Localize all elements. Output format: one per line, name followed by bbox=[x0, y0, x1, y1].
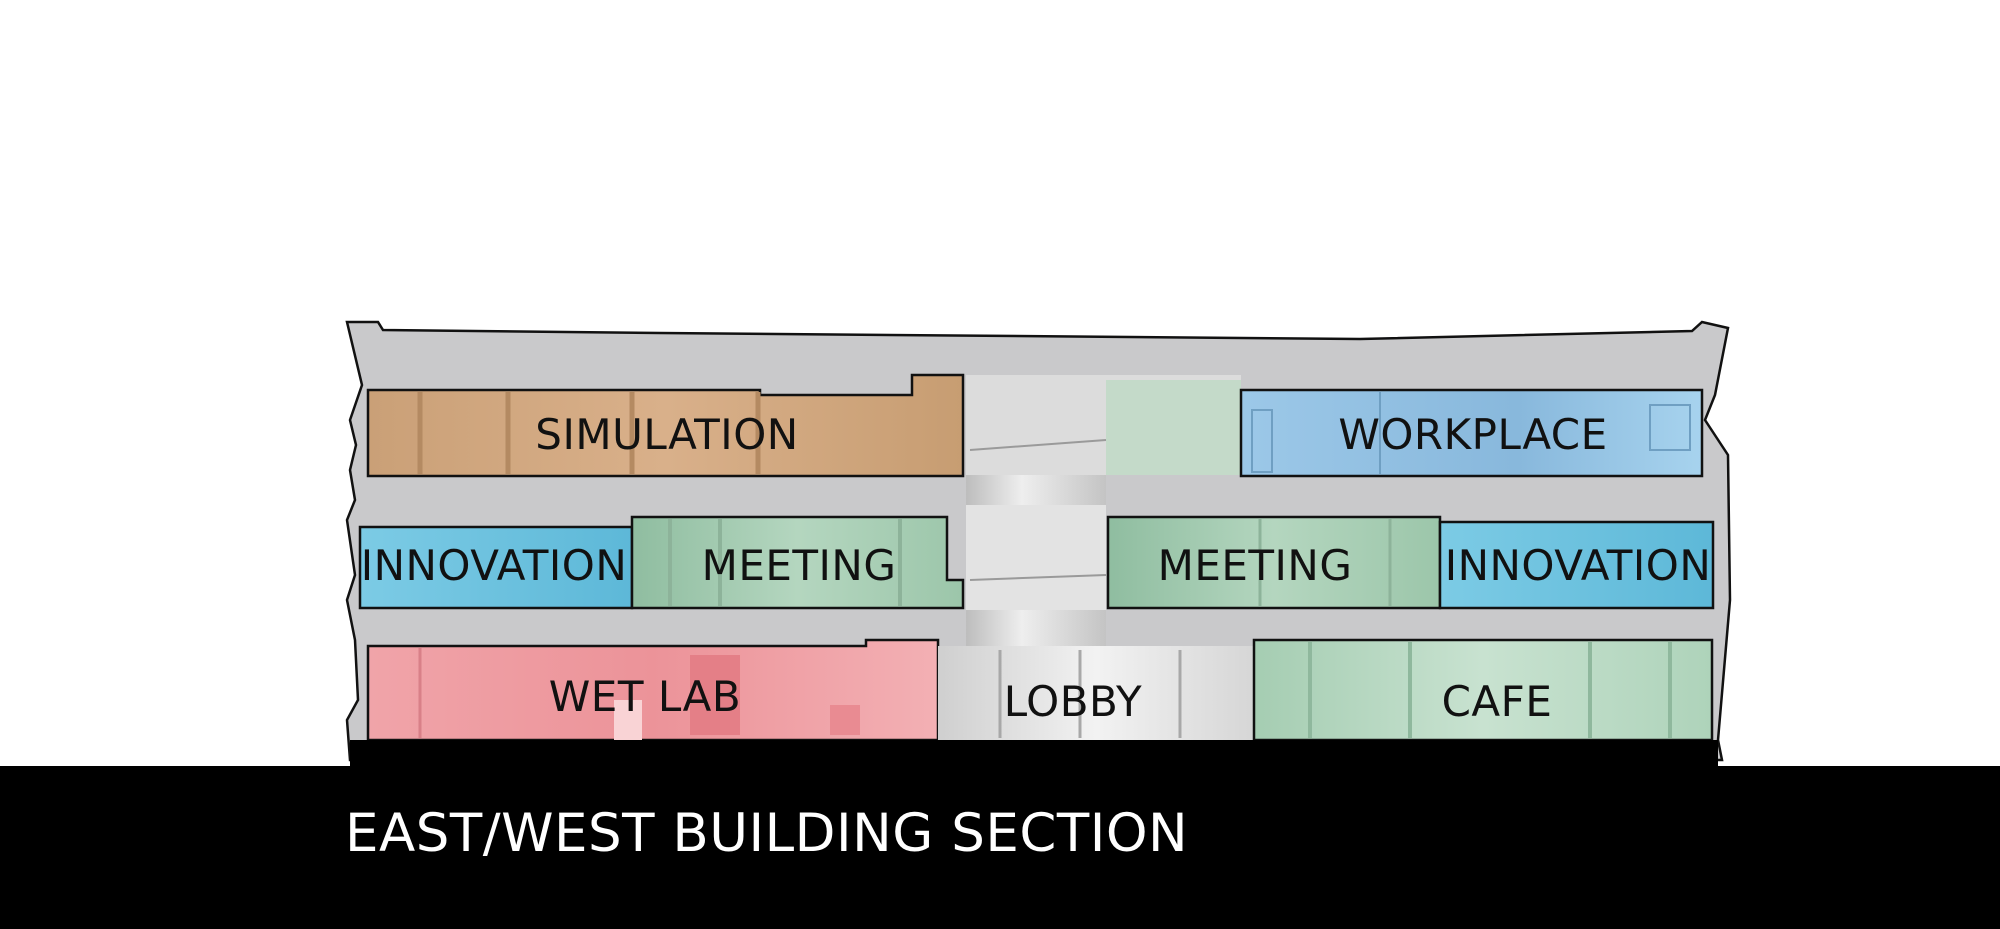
room-innovation-east bbox=[1438, 520, 1715, 610]
atrium-railing bbox=[969, 439, 1107, 451]
atrium-green-zone bbox=[1106, 380, 1241, 475]
meeting-west-partitions bbox=[668, 519, 902, 606]
wet-lab-fixtures bbox=[418, 648, 860, 740]
workplace-partitions bbox=[1251, 392, 1691, 474]
label-innovation-west: INNOVATION bbox=[361, 541, 628, 590]
lobby-columns bbox=[998, 650, 1182, 738]
label-wet-lab: WET LAB bbox=[549, 672, 741, 721]
label-workplace: WORKPLACE bbox=[1338, 410, 1607, 459]
atrium-mid-zone bbox=[966, 505, 1106, 610]
room-lobby bbox=[938, 646, 1254, 740]
ground-slab bbox=[350, 740, 1718, 766]
label-cafe: CAFE bbox=[1442, 677, 1553, 726]
room-workplace bbox=[1239, 388, 1704, 478]
section-title: EAST/WEST BUILDING SECTION bbox=[345, 803, 1189, 864]
room-simulation bbox=[366, 373, 965, 478]
label-meeting-west: MEETING bbox=[702, 541, 897, 590]
room-meeting-west bbox=[630, 515, 965, 610]
label-innovation-east: INNOVATION bbox=[1445, 541, 1712, 590]
simulation-partitions bbox=[417, 392, 761, 474]
caption-band bbox=[0, 766, 2000, 929]
label-meeting-east: MEETING bbox=[1158, 541, 1353, 590]
meeting-east-partitions bbox=[1258, 519, 1392, 606]
atrium-railing-lower bbox=[969, 574, 1107, 581]
label-simulation: SIMULATION bbox=[535, 410, 798, 459]
cafe-partitions bbox=[1308, 642, 1672, 738]
label-lobby: LOBBY bbox=[1004, 677, 1142, 726]
